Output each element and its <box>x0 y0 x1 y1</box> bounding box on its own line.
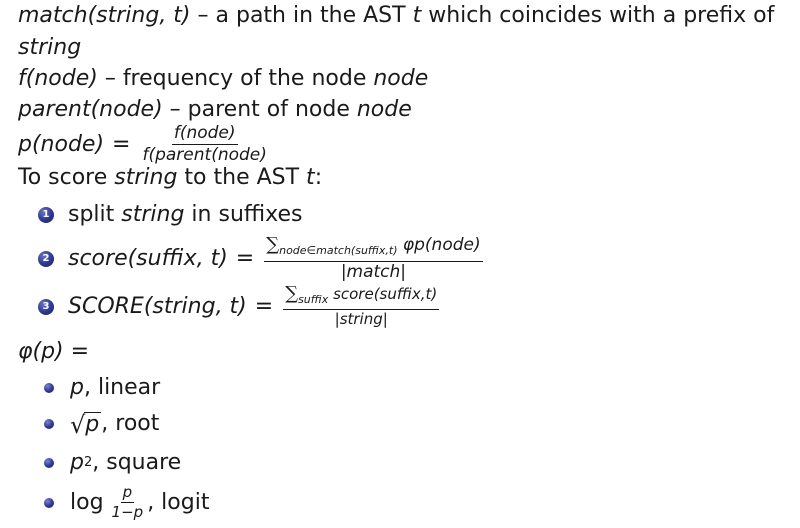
frequency-desc: – frequency of the node <box>97 66 374 91</box>
frequency-node: node <box>373 66 429 91</box>
match-definition-line2: string <box>18 35 82 60</box>
total-score-fraction: ∑suffix score(suffix,t) |string| <box>283 283 440 328</box>
exponent: 2 <box>83 455 93 470</box>
dot-bullet-icon <box>44 458 54 468</box>
sum-symbol: ∑ <box>285 283 299 304</box>
intro-t: t <box>306 165 315 190</box>
phi-label: , root <box>101 411 160 436</box>
number-bullet-icon: 3 <box>38 298 54 315</box>
phi-math: p <box>70 450 84 475</box>
probability-function: p(node) <box>18 131 105 157</box>
total-score-function: SCORE(string, t) <box>68 293 247 319</box>
sum-subscript: node∈match(suffix,t) <box>279 244 398 257</box>
score-fraction: ∑node∈match(suffix,t) φp(node) |match| <box>264 234 483 282</box>
scoring-intro: To score string to the AST t: <box>18 164 322 192</box>
fraction-denominator: f(parent(node) <box>142 145 267 165</box>
phi-option: p, linear <box>44 374 160 402</box>
match-desc: – a path in the AST <box>190 3 413 28</box>
equals-sign: = <box>235 245 255 271</box>
intro-text: To score <box>18 165 115 190</box>
dot-bullet-icon <box>44 497 54 508</box>
fraction-numerator: ∑suffix score(suffix,t) <box>283 283 440 310</box>
intro-text-2: to the AST <box>177 165 307 190</box>
step-text-b: in suffixes <box>184 202 303 227</box>
frequency-function: f(node) <box>18 66 98 91</box>
radical-sign: √ <box>70 410 86 439</box>
logit-fraction: p 1−p <box>110 484 146 521</box>
number-bullet-icon: 2 <box>38 250 54 267</box>
fraction-numerator: p <box>120 483 135 503</box>
equals-sign: = <box>112 131 131 157</box>
fraction-numerator: f(node) <box>171 123 238 145</box>
phi-math: p <box>84 411 102 437</box>
phi-option: √p, root <box>44 410 159 438</box>
fraction-denominator: |match| <box>340 262 407 282</box>
phi-definition: φ(p) = <box>18 339 90 364</box>
parent-function: parent(node) <box>18 97 163 122</box>
fraction-denominator: 1−p <box>111 503 144 521</box>
phi-option: log p 1−p , logit <box>44 484 209 521</box>
step-item: 1 split string in suffixes <box>38 201 303 229</box>
fraction-denominator: |string| <box>334 310 388 328</box>
frequency-definition: f(node) – frequency of the node node <box>18 65 428 93</box>
intro-string: string <box>114 165 178 190</box>
phi-label: , logit <box>147 489 210 515</box>
square-root: √p <box>70 410 102 439</box>
match-desc-rest: which coincides with a prefix of <box>421 3 775 28</box>
probability-definition: p(node) = f(node) f(parent(node) <box>18 124 271 165</box>
phi-label: , linear <box>83 375 161 400</box>
equals-sign: = <box>254 293 274 319</box>
parent-desc: – parent of node <box>162 97 357 122</box>
numerator-text: φp(node) <box>402 235 481 255</box>
sum-symbol: ∑ <box>266 234 280 255</box>
match-definition: match(string, t) – a path in the AST t w… <box>18 2 774 30</box>
log-function: log <box>70 489 104 515</box>
phi-label: , square <box>92 450 182 475</box>
intro-colon: : <box>314 165 323 190</box>
dot-bullet-icon <box>44 383 54 393</box>
fraction-numerator: ∑node∈match(suffix,t) φp(node) <box>264 234 483 262</box>
step-text-a: split <box>68 202 122 227</box>
numerator-text: score(suffix,t) <box>333 285 438 303</box>
match-t: t <box>412 3 422 28</box>
number-bullet-icon: 1 <box>38 207 54 223</box>
step-item: 3 SCORE(string, t) = ∑suffix score(suffi… <box>38 285 441 328</box>
step-item: 2 score(suffix, t) = ∑node∈match(suffix,… <box>38 235 485 282</box>
step-text: split string in suffixes <box>68 201 303 229</box>
probability-fraction: f(node) f(parent(node) <box>140 124 268 165</box>
score-function: score(suffix, t) <box>68 245 228 271</box>
parent-node: node <box>356 97 412 122</box>
dot-bullet-icon <box>44 419 54 429</box>
step-text-string: string <box>121 202 185 227</box>
phi-math: p <box>70 375 84 400</box>
sum-subscript: suffix <box>298 293 329 306</box>
match-function: match(string, t) <box>18 3 191 28</box>
parent-definition: parent(node) – parent of node node <box>18 96 412 124</box>
